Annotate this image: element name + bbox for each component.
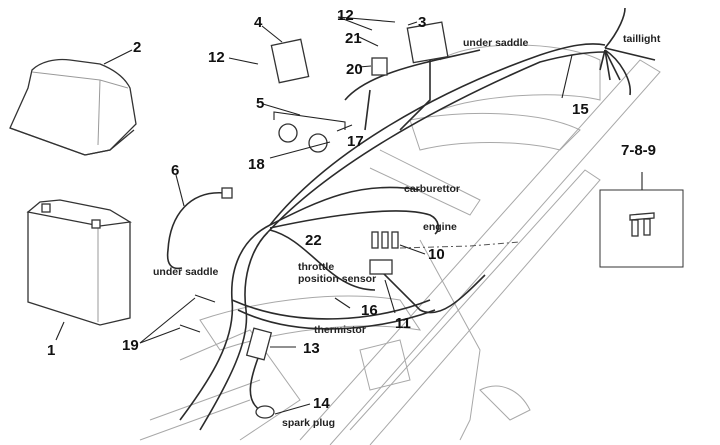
screw-19a [194, 294, 216, 303]
fuse-inset [599, 172, 684, 268]
callout-15: 15 [572, 101, 589, 118]
battery [26, 199, 132, 326]
note-thermistor: thermistor [314, 324, 366, 336]
callout-3: 3 [418, 14, 427, 31]
callout-4: 4 [254, 14, 263, 31]
note-engine: engine [423, 221, 457, 233]
callout-5: 5 [256, 95, 265, 112]
callout-10: 10 [428, 246, 445, 263]
callout-19: 19 [122, 337, 139, 354]
battery-cable [166, 192, 226, 270]
callout-12-cdi: 12 [208, 49, 225, 66]
callout-14: 14 [313, 395, 330, 412]
note-spark-plug: spark plug [282, 417, 336, 429]
callout-6: 6 [171, 162, 180, 179]
callout-1: 1 [47, 342, 56, 359]
frame [139, 44, 661, 445]
callout-2: 2 [133, 39, 142, 56]
callout-21: 21 [345, 30, 362, 47]
fuse-box [369, 231, 521, 275]
leader-lines [55, 16, 573, 415]
note-taillight: taillight [623, 33, 661, 45]
note-carburettor: carburettor [404, 183, 461, 195]
regulator [406, 21, 449, 64]
ignition-coil [245, 327, 275, 419]
note-throttle: throttle [298, 261, 335, 273]
battery-cable-terminal [221, 187, 233, 199]
callout-17: 17 [347, 133, 364, 150]
callout-18: 18 [248, 156, 265, 173]
note-under-saddle-top: under saddle [463, 37, 529, 49]
screw-19b [179, 324, 201, 333]
callout-7-8-9: 7-8-9 [621, 142, 657, 159]
cdi-unit [270, 38, 310, 84]
taillight-wires [599, 7, 656, 96]
callout-13: 13 [303, 340, 320, 357]
main-harness [179, 43, 606, 431]
note-position-sensor: position sensor [298, 273, 377, 285]
note-under-saddle-left: under saddle [153, 266, 219, 278]
callout-16: 16 [361, 302, 378, 319]
callout-11: 11 [395, 315, 411, 332]
callout-22: 22 [305, 232, 322, 249]
callout-12-regulator: 12 [337, 7, 354, 24]
battery-cover [9, 58, 137, 156]
relay [371, 57, 388, 76]
callout-20: 20 [346, 61, 363, 78]
horn-group [273, 111, 346, 153]
